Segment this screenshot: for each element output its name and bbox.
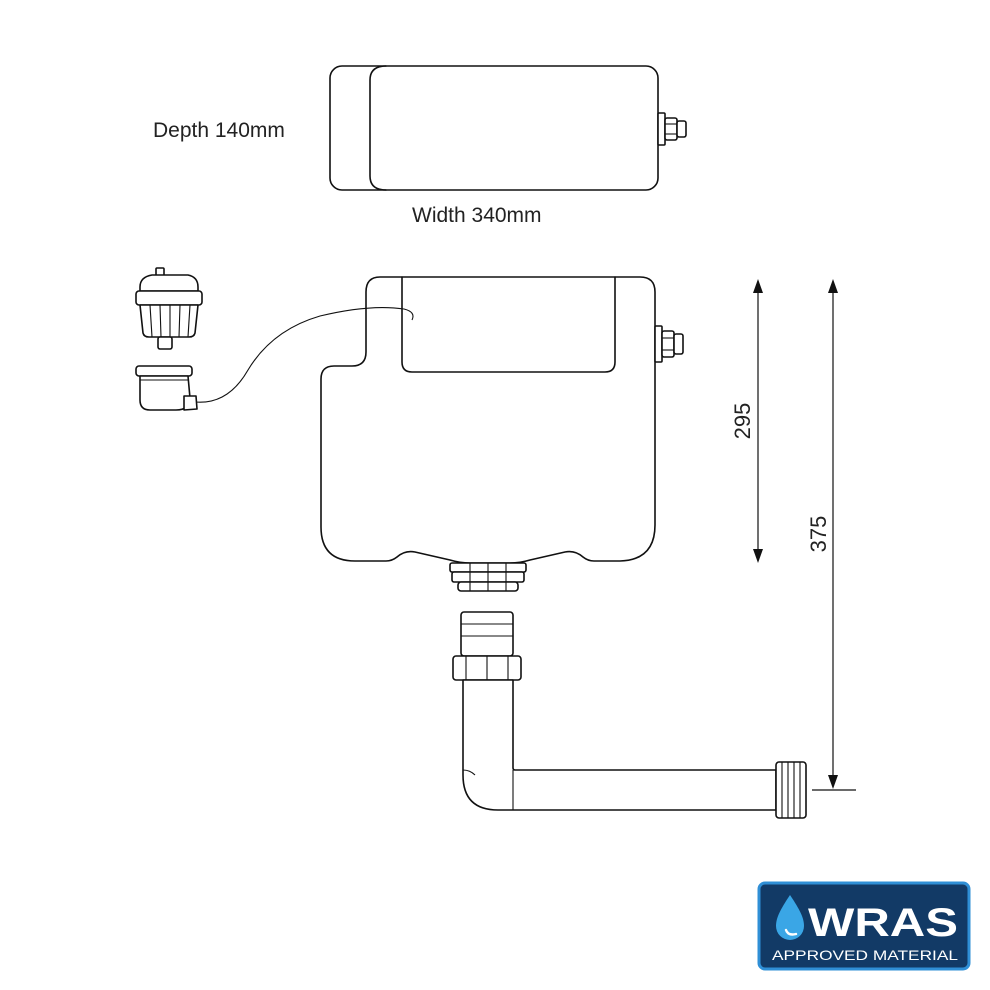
wras-title: WRAS: [808, 901, 958, 945]
flush-panel: [401, 276, 616, 373]
front-view: [135, 267, 684, 592]
wras-badge-border: [757, 881, 971, 971]
pipe-spigot: [460, 611, 514, 657]
water-drop-icon: [776, 895, 804, 940]
top-view-inlet-valve: [657, 112, 687, 146]
dim-375-label: 375: [806, 516, 831, 553]
push-button: [135, 267, 203, 350]
top-view: Depth 140mm Width 340mm: [153, 65, 687, 227]
actuator-clip: [135, 365, 198, 411]
dim-295-label: 295: [730, 403, 755, 440]
wras-subtitle: APPROVED MATERIAL: [772, 947, 958, 963]
cistern-body: [320, 276, 656, 564]
top-view-lid: [369, 65, 387, 191]
side-inlet-valve: [654, 325, 684, 363]
pipe-bend: [462, 679, 777, 811]
depth-label: Depth 140mm: [153, 119, 285, 142]
dimension-375: 375: [806, 279, 856, 791]
wras-badge: WRAS APPROVED MATERIAL: [757, 881, 971, 971]
dimension-295: 295: [730, 279, 763, 563]
cable: [194, 306, 414, 403]
top-view-outline: [329, 65, 659, 191]
width-label: Width 340mm: [412, 204, 542, 227]
pipe-thread: [775, 761, 807, 819]
flush-pipe: [452, 611, 807, 819]
outlet-nut: [449, 562, 527, 592]
